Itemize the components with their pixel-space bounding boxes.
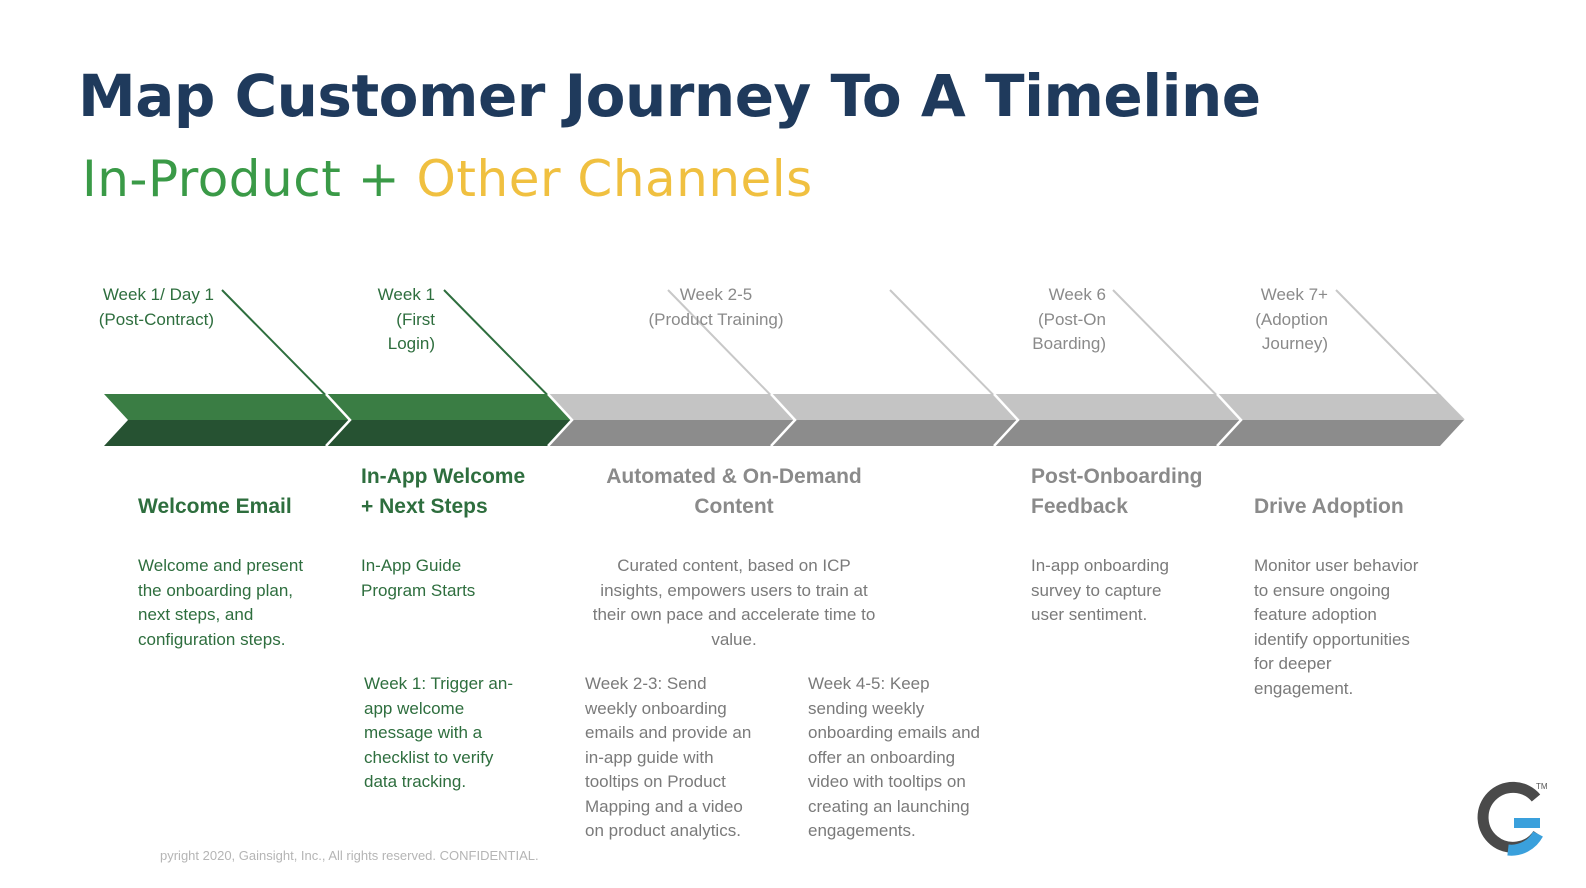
stage-heading-3: Automated & On-Demand Content xyxy=(606,465,862,518)
gainsight-logo-icon: TM xyxy=(1474,778,1558,862)
stage-detail-3b: Week 4-5: Keep sending weekly onboarding… xyxy=(808,674,981,840)
subtitle-other-channels: Other Channels xyxy=(416,150,813,208)
stage-heading-1: Welcome Email xyxy=(138,495,292,518)
week-label-3: Week 2-5 (Product Training) xyxy=(648,285,784,329)
arrow-segment-4 xyxy=(771,394,1018,446)
arrow-segment-5 xyxy=(994,394,1241,446)
stage-heading-4: Post-Onboarding Feedback xyxy=(1031,465,1203,518)
stage-detail-2: Week 1: Trigger an-app welcome message w… xyxy=(364,674,513,791)
page-subtitle: In-Product + Other Channels xyxy=(82,150,813,208)
stage-body-4: In-app onboarding survey to capture user… xyxy=(1031,556,1170,624)
copyright-footer: pyright 2020, Gainsight, Inc., All right… xyxy=(160,848,539,863)
logo-trademark: TM xyxy=(1536,782,1548,791)
stage-body-5: Monitor user behavior to ensure ongoing … xyxy=(1254,556,1419,698)
week-label-2: Week 1 (First Login) xyxy=(377,285,435,353)
stage-body-2: In-App Guide Program Starts xyxy=(361,556,476,600)
subtitle-plus: + xyxy=(357,150,401,208)
week-label-5: Week 7+ (Adoption Journey) xyxy=(1255,285,1328,353)
arrow-segment-1 xyxy=(104,394,350,446)
stage-detail-3a: Week 2-3: Send weekly onboarding emails … xyxy=(585,674,752,840)
subtitle-in-product: In-Product xyxy=(82,150,342,208)
arrow-segment-3 xyxy=(548,394,795,446)
page-title: Map Customer Journey To A Timeline xyxy=(78,62,1261,130)
timeline-arrow xyxy=(104,393,1464,447)
stage-heading-5: Drive Adoption xyxy=(1254,495,1404,518)
stage-body-1: Welcome and present the onboarding plan,… xyxy=(138,556,304,649)
stage-body-3: Curated content, based on ICP insights, … xyxy=(592,556,876,649)
arrow-segment-2 xyxy=(326,394,572,446)
arrow-segment-6 xyxy=(1217,394,1464,446)
stage-heading-2: In-App Welcome + Next Steps xyxy=(361,465,526,518)
week-label-4: Week 6 (Post-On Boarding) xyxy=(1032,285,1106,353)
week-label-1: Week 1/ Day 1 (Post-Contract) xyxy=(98,285,214,329)
